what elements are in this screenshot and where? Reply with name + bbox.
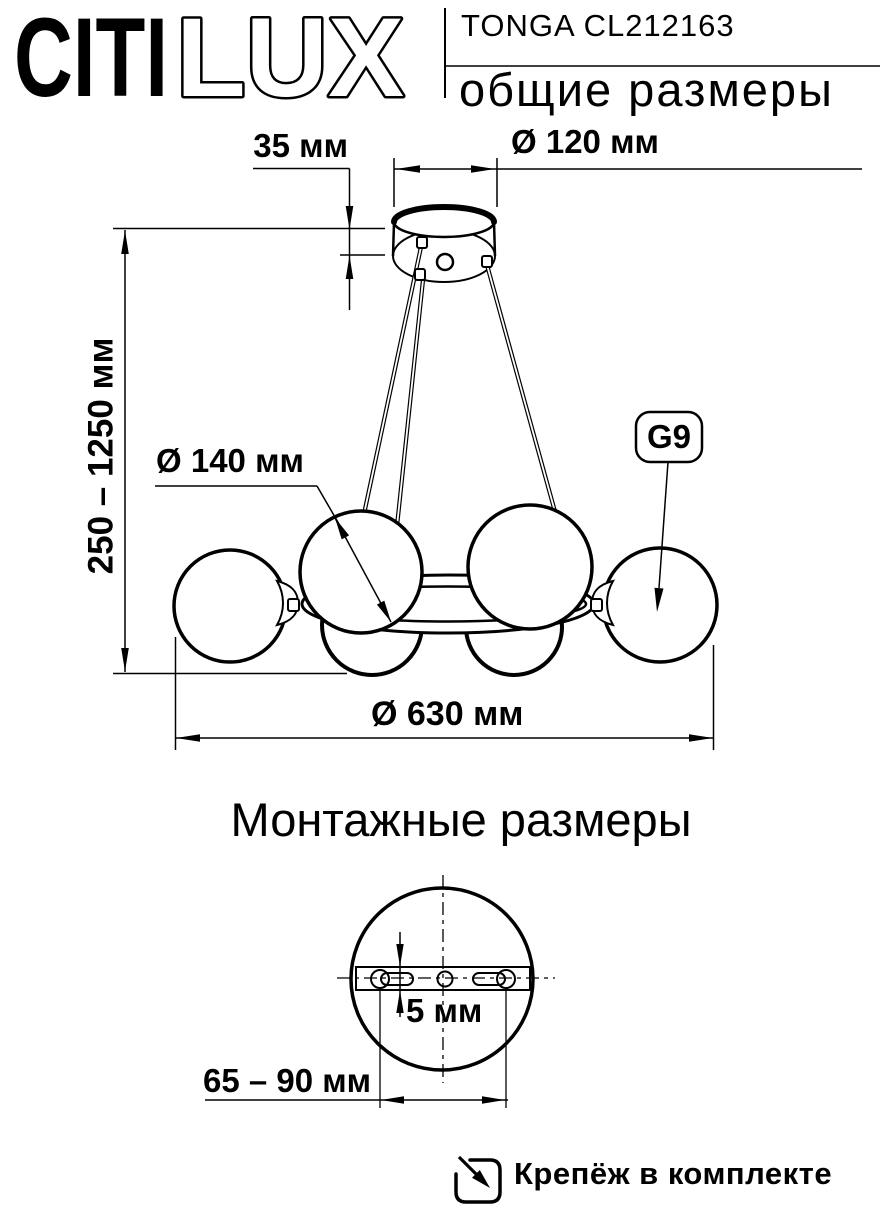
model-number: TONGA CL212163 xyxy=(461,8,735,43)
dim-canopy-diameter-120 xyxy=(393,158,862,207)
left-slot xyxy=(380,972,414,986)
center-wire-hole xyxy=(436,970,454,988)
dim-label-mounting-span: 65 – 90 мм xyxy=(203,1062,372,1099)
chandelier-body xyxy=(172,503,719,677)
dim-label-canopy-diameter: Ø 120 мм xyxy=(511,123,659,160)
canopy-center-hole xyxy=(435,252,455,272)
dim-suspension-height xyxy=(113,230,347,675)
dim-label-shade-diameter: Ø 140 мм xyxy=(156,442,304,479)
arrowhead-right xyxy=(689,734,713,742)
arrowhead-down xyxy=(396,944,404,967)
suspension-cables xyxy=(361,246,560,527)
dim-shade-diameter-140 xyxy=(155,485,392,623)
g9-socket-callout xyxy=(634,410,704,612)
leader-line xyxy=(658,461,669,589)
dim-label-slot-width: 5 мм xyxy=(406,992,483,1029)
dim-label-canopy-height: 35 мм xyxy=(253,127,348,164)
arrowhead-left xyxy=(396,165,420,173)
hardware-included-note: Крепёж в комплекте xyxy=(514,1156,833,1191)
canopy-cable-anchors xyxy=(414,236,493,281)
page-title: общие размеры xyxy=(459,63,834,116)
arrowhead-down xyxy=(121,648,129,672)
dim-fixture-diameter-630 xyxy=(174,637,715,750)
arrowhead-left xyxy=(381,1096,404,1104)
arrowhead-left xyxy=(176,734,200,742)
dim-mounting-span-65-90 xyxy=(205,990,508,1108)
arrowhead-right xyxy=(471,165,495,173)
mounting-diagram xyxy=(337,875,555,1083)
arrowhead-down-right xyxy=(376,600,391,622)
hardware-included-icon xyxy=(454,1155,502,1204)
arrowhead-down xyxy=(345,206,354,230)
arrow-shaft xyxy=(457,1155,479,1177)
header-rules xyxy=(444,8,880,98)
ceiling-canopy xyxy=(391,204,497,283)
dim-label-fixture-diameter: Ø 630 мм xyxy=(371,695,524,733)
logo-citi-text: CITI xyxy=(14,0,168,120)
dim-label-suspension-height: 250 – 1250 мм xyxy=(81,337,121,575)
glass-sphere-left xyxy=(172,548,288,664)
g9-callout-box xyxy=(634,410,704,464)
arrowhead-into-box xyxy=(472,1170,490,1188)
glass-sphere-front-left xyxy=(298,509,424,635)
canopy-top-rim xyxy=(391,204,497,225)
leader-line xyxy=(316,485,340,525)
g9-socket-label: G9 xyxy=(646,418,692,455)
glass-sphere-front-right xyxy=(466,503,594,631)
arrowhead-right xyxy=(482,1096,505,1104)
arrowhead-down xyxy=(654,587,664,612)
dim-slot-width-5 xyxy=(396,932,404,1017)
brand-logo: CITI LUX xyxy=(14,0,407,123)
logo-lux-text: LUX xyxy=(176,0,404,120)
arrowhead-up xyxy=(121,230,129,254)
box-outline xyxy=(454,1158,502,1204)
arrowhead-up xyxy=(345,255,354,279)
arrowhead-up xyxy=(396,990,404,1013)
dim-canopy-height-35 xyxy=(113,167,385,310)
right-keyhole xyxy=(496,969,516,989)
arrowhead-up-left xyxy=(335,518,350,540)
right-slot xyxy=(472,972,506,986)
right-neck-connector xyxy=(590,598,603,612)
left-neck-connector xyxy=(287,598,300,612)
mounting-section-title: Монтажные размеры xyxy=(230,793,692,846)
left-keyhole xyxy=(370,969,390,989)
